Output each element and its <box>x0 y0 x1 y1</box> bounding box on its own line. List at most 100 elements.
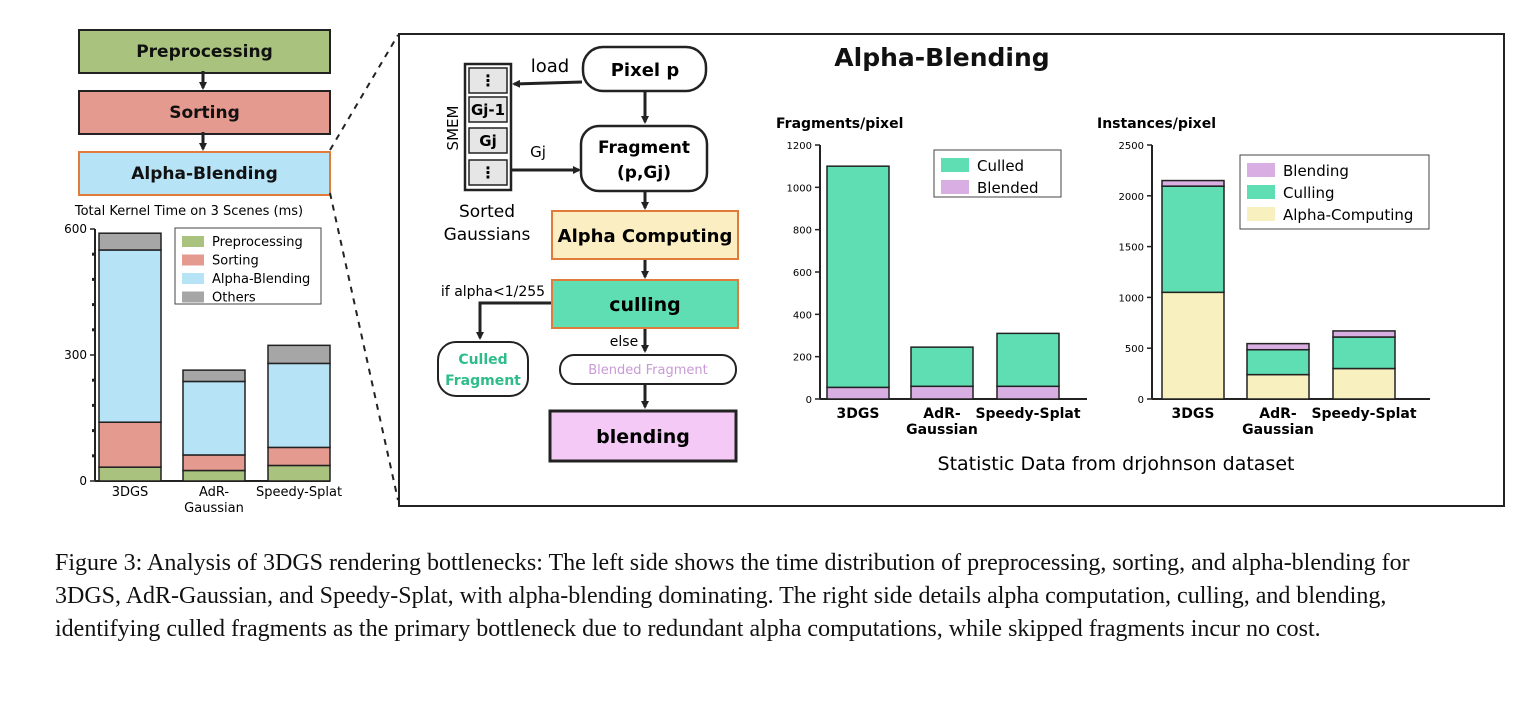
y-tick-label: 500 <box>1125 344 1144 355</box>
bar-segment-culling <box>1246 348 1310 376</box>
x-category-label: AdR- <box>1259 406 1297 422</box>
bar-segment-culled <box>910 346 974 388</box>
smem-cell-top: ⋮ <box>480 71 496 90</box>
alpha-blending-stage: Alpha-Blending <box>78 151 331 196</box>
x-category-label: 3DGS <box>112 485 149 500</box>
bar-segment-alpha-computing <box>1161 291 1225 400</box>
culling-label: culling <box>609 294 680 316</box>
blended-fragment-node <box>559 354 737 385</box>
bar-segment-alpha-computing <box>1246 373 1310 400</box>
fragment-args: (p,Gj) <box>617 163 671 183</box>
legend-label: Blending <box>1283 162 1349 180</box>
load-arrow <box>512 79 583 88</box>
load-label: load <box>531 56 569 77</box>
smem-row-bottom <box>468 159 508 186</box>
culled-branch-arrow <box>476 301 551 340</box>
smem-row-gj <box>468 127 508 154</box>
bar-segment-blended <box>910 385 974 400</box>
legend-label: Alpha-Blending <box>212 272 310 287</box>
legend-swatch <box>182 291 204 303</box>
bar-segment-blended <box>826 386 890 400</box>
sorted-gaussians-label-1: Sorted <box>459 202 515 222</box>
zoom-line-top <box>329 34 399 151</box>
legend-swatch <box>1247 207 1275 221</box>
fragments-per-pixel-chart: Fragments/pixel0200400600800100012003DGS… <box>776 116 1087 438</box>
y-tick-label: 200 <box>793 353 812 364</box>
y-tick-label: 0 <box>79 474 87 488</box>
legend-label: Preprocessing <box>212 235 303 250</box>
smem-cell-bottom: ⋮ <box>480 163 496 182</box>
blended-fragment-label: Blended Fragment <box>588 363 708 378</box>
bar-segment-culled <box>826 165 890 389</box>
smem-row-gj-1 <box>468 96 508 123</box>
smem-row-top <box>468 67 508 94</box>
bar-segment-others <box>267 344 331 365</box>
legend-swatch <box>941 158 969 172</box>
detail-title: Alpha-Blending <box>834 43 1049 72</box>
x-category-label: Gaussian <box>906 422 978 438</box>
y-tick-label: 1000 <box>1119 293 1144 304</box>
y-tick-label: 600 <box>64 222 87 236</box>
zoom-line-bottom <box>329 192 399 501</box>
chart-title: Fragments/pixel <box>776 116 903 132</box>
alpha-computing-node <box>551 210 739 260</box>
x-category-label: Gaussian <box>1242 422 1314 438</box>
x-category-label: Speedy-Splat <box>975 406 1080 422</box>
y-tick-label: 0 <box>1138 395 1144 406</box>
fragment-node <box>579 124 709 193</box>
y-tick-label: 1500 <box>1119 243 1144 254</box>
culled-fragment-label-1: Culled <box>458 352 507 368</box>
y-tick-label: 300 <box>64 348 87 362</box>
legend-swatch <box>182 236 204 247</box>
chart-title: Instances/pixel <box>1097 116 1216 132</box>
legend-swatch <box>941 180 969 194</box>
culled-fragment-label-2: Fragment <box>445 373 521 389</box>
bar-segment-sorting <box>267 446 331 467</box>
bar-segment-preprocessing <box>267 464 331 482</box>
blending-node <box>548 409 738 463</box>
legend-swatch <box>182 273 204 284</box>
bar-segment-culling <box>1332 336 1396 370</box>
bar-segment-preprocessing <box>182 469 246 482</box>
x-category-label: Speedy-Splat <box>256 485 342 500</box>
y-tick-label: 2000 <box>1119 192 1144 203</box>
bar-segment-blended <box>996 385 1060 400</box>
x-category-label: 3DGS <box>837 406 880 422</box>
bar-segment-sorting <box>182 454 246 472</box>
x-category-label: AdR- <box>199 485 229 500</box>
y-tick-label: 600 <box>793 268 812 279</box>
blending-label: blending <box>596 426 690 448</box>
alpha-computing-label: Alpha Computing <box>558 226 733 247</box>
bar-segment-alpha-blending <box>98 249 162 423</box>
culled-fragment-node <box>437 341 529 397</box>
smem-cell-gj: Gj <box>479 132 496 150</box>
bar-segment-sorting <box>98 421 162 468</box>
else-label: else <box>610 334 638 350</box>
sorted-gaussians-label-2: Gaussians <box>444 225 531 245</box>
legend-label: Sorting <box>212 254 259 269</box>
bar-segment-blending <box>1246 342 1310 351</box>
culling-condition-label: if alpha<1/255 <box>441 284 545 300</box>
bar-segment-culling <box>1161 185 1225 294</box>
bar-segment-others <box>182 369 246 383</box>
legend-label: Others <box>212 291 256 306</box>
legend-swatch <box>182 254 204 266</box>
y-tick-label: 800 <box>793 226 812 237</box>
bar-segment-alpha-computing <box>1332 367 1396 400</box>
smem-cell-gj-1: Gj-1 <box>471 101 505 119</box>
legend-label: Culling <box>1283 184 1335 202</box>
y-tick-label: 2500 <box>1119 141 1144 152</box>
x-category-label: AdR- <box>923 406 961 422</box>
fragment-label: Fragment <box>598 138 690 158</box>
pixel-node <box>581 45 708 93</box>
x-category-label: Speedy-Splat <box>1311 406 1416 422</box>
pixel-label: Pixel p <box>611 60 680 81</box>
culling-node <box>551 279 739 329</box>
bar-segment-culled <box>996 332 1060 388</box>
y-tick-label: 0 <box>806 395 812 406</box>
legend-label: Alpha-Computing <box>1283 206 1413 224</box>
legend-swatch <box>1247 163 1275 177</box>
smem-label: SMEM <box>444 106 462 151</box>
bar-segment-others <box>98 232 162 251</box>
